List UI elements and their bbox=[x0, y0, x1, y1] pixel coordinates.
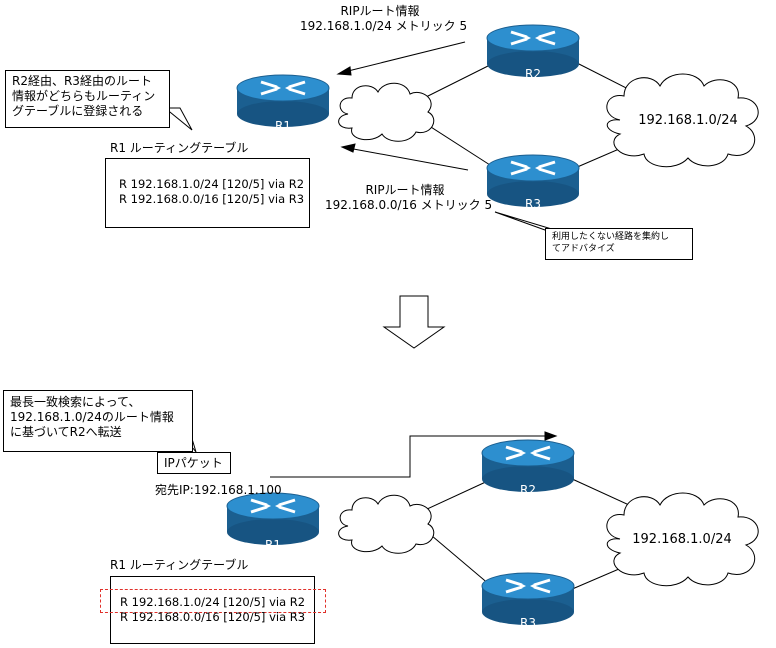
callout-line: R2経由、R3経由のルート bbox=[12, 74, 152, 88]
top-rip-r3-info: RIPルート情報 192.168.0.0/16 メトリック 5 bbox=[325, 183, 493, 213]
down-arrow-icon bbox=[382, 295, 446, 349]
callout-line: に基づいてR2へ転送 bbox=[10, 425, 122, 439]
table-row: R 192.168.0.0/16 [120/5] via R3 bbox=[120, 610, 306, 624]
rip-title: RIPルート情報 bbox=[365, 183, 445, 197]
ip-packet-box: IPパケット bbox=[157, 452, 231, 474]
destination-ip: 宛先IP:192.168.1.100 bbox=[155, 483, 282, 497]
top-callout-tail bbox=[163, 107, 193, 131]
bottom-r1-label: R1 bbox=[265, 538, 281, 552]
top-r3-label: R3 bbox=[525, 197, 541, 211]
callout-line: 最長一致検索によって、 bbox=[10, 395, 141, 409]
callout-line: 情報がどちらもルーティン bbox=[12, 89, 156, 103]
top-r2-label: R2 bbox=[525, 67, 541, 81]
top-rip-r2-info: RIPルート情報 192.168.1.0/24 メトリック 5 bbox=[300, 4, 468, 34]
callout-line: 利用したくない経路を集約し bbox=[552, 232, 670, 242]
top-cloud-label: 192.168.1.0/24 bbox=[638, 113, 738, 128]
r3-callout: 利用したくない経路を集約し てアドバタイズ bbox=[545, 228, 693, 260]
table-row: R 192.168.1.0/24 [120/5] via R2 bbox=[119, 177, 305, 191]
callout-line: てアドバタイズ bbox=[552, 244, 615, 254]
bottom-table-title: R1 ルーティングテーブル bbox=[110, 558, 249, 572]
top-routing-table: R 192.168.1.0/24 [120/5] via R2 R 192.16… bbox=[105, 158, 310, 228]
bottom-cloud-label: 192.168.1.0/24 bbox=[632, 532, 732, 547]
top-r1-callout: R2経由、R3経由のルート 情報がどちらもルーティン グテーブルに登録される bbox=[5, 70, 170, 128]
bottom-callout: 最長一致検索によって、 192.168.1.0/24のルート情報 に基づいてR2… bbox=[3, 390, 193, 452]
bottom-cloud-middle bbox=[338, 494, 435, 554]
ip-packet-label: IPパケット bbox=[164, 456, 223, 470]
top-table-title: R1 ルーティングテーブル bbox=[110, 141, 249, 155]
top-cloud-middle bbox=[338, 82, 435, 142]
table-row: R 192.168.0.0/16 [120/5] via R3 bbox=[119, 192, 305, 206]
bottom-r2-label: R2 bbox=[520, 483, 536, 497]
bottom-r3-label: R3 bbox=[520, 616, 536, 630]
forwarding-path-arrow bbox=[270, 431, 558, 478]
top-r1-label: R1 bbox=[275, 119, 291, 133]
bottom-routing-table bbox=[110, 576, 315, 644]
table-row: R 192.168.1.0/24 [120/5] via R2 bbox=[120, 595, 306, 609]
callout-line: 192.168.1.0/24のルート情報 bbox=[10, 410, 174, 424]
rip-route: 192.168.0.0/16 メトリック 5 bbox=[325, 198, 493, 212]
rip-title: RIPルート情報 bbox=[340, 4, 420, 18]
rip-route: 192.168.1.0/24 メトリック 5 bbox=[300, 19, 468, 33]
longest-match-highlight bbox=[100, 589, 326, 613]
callout-line: グテーブルに登録される bbox=[12, 104, 144, 118]
top-rip-arrows bbox=[336, 41, 469, 171]
